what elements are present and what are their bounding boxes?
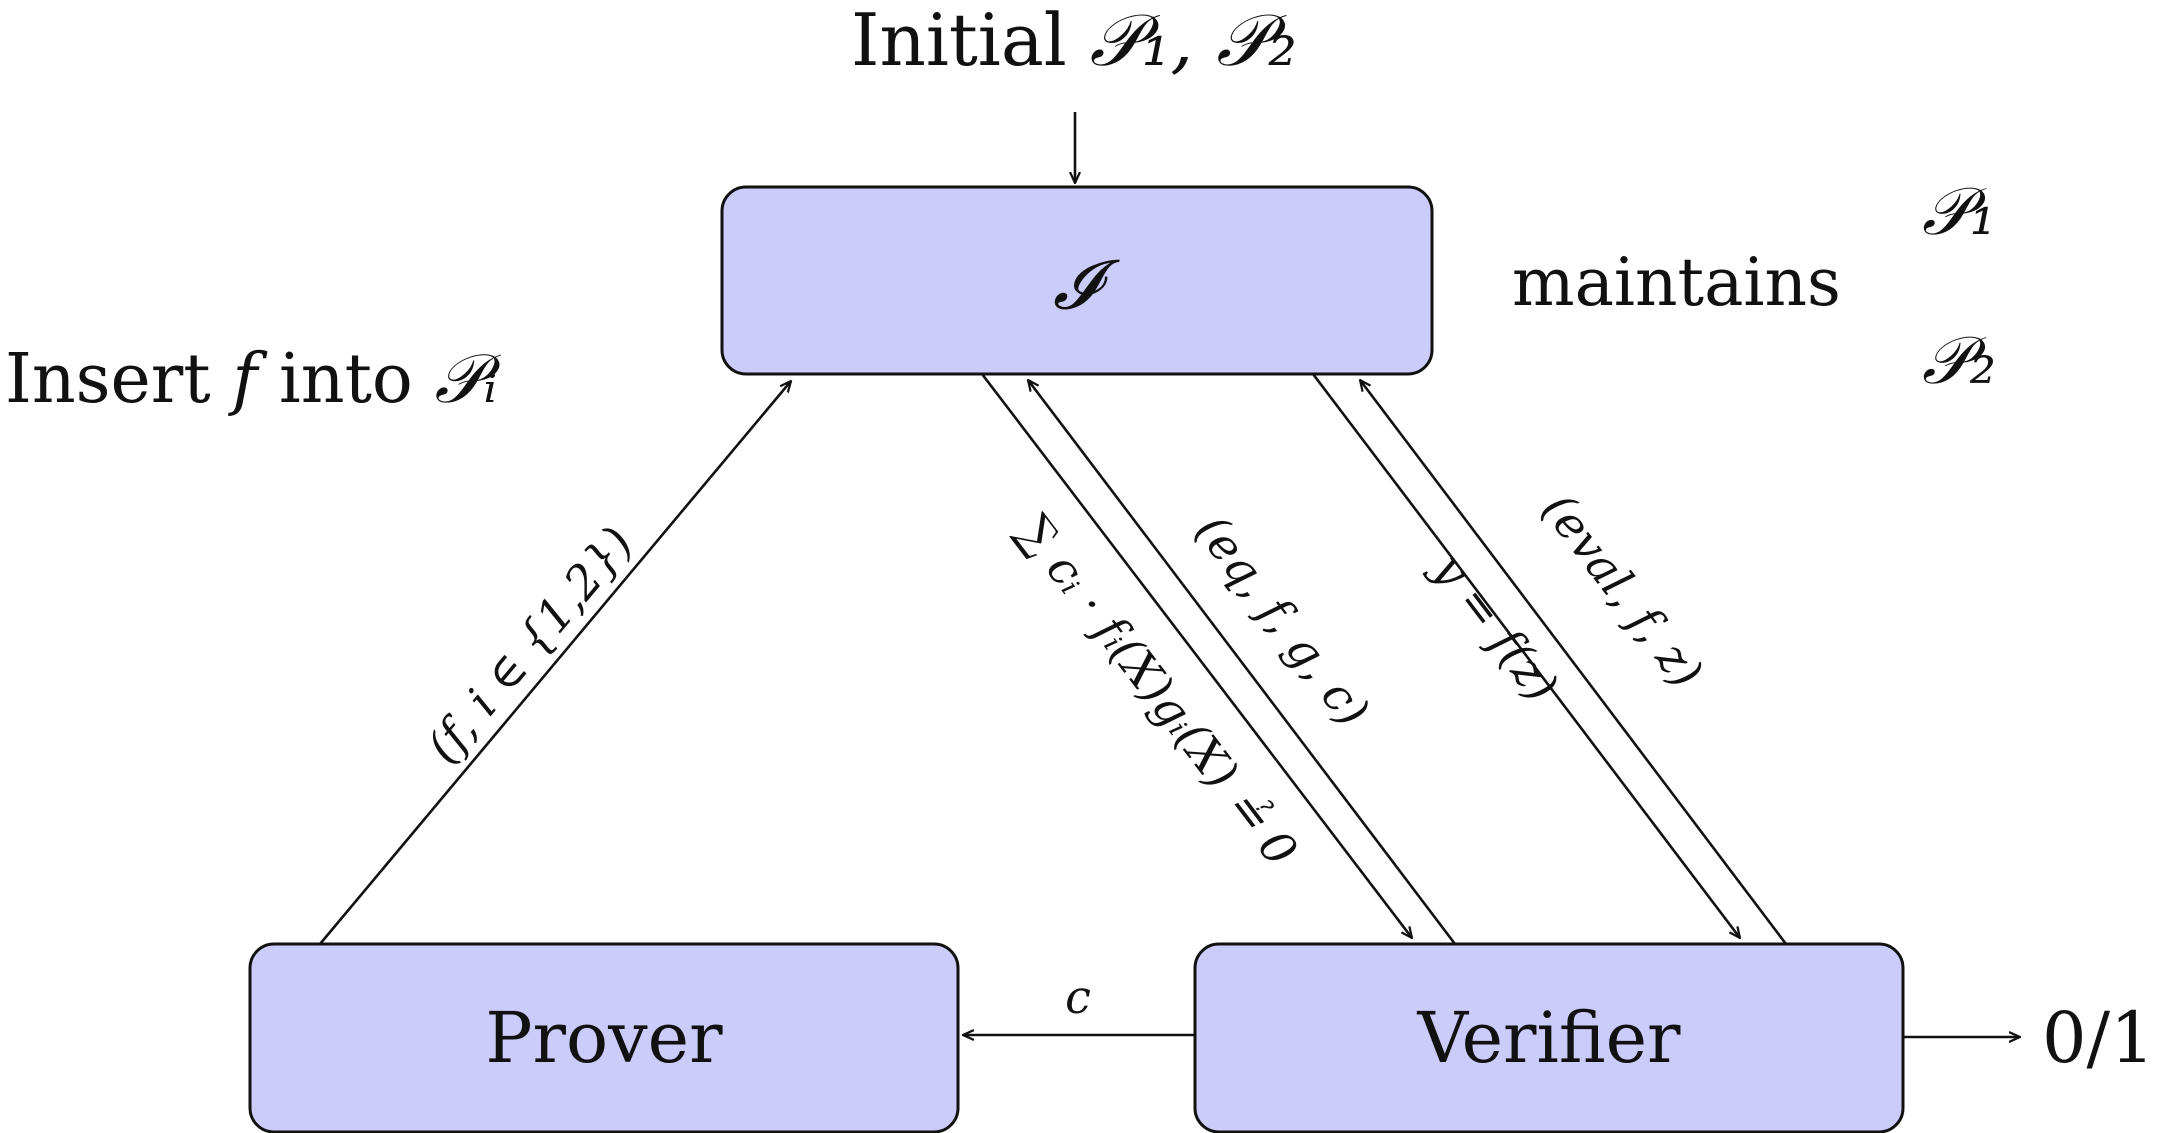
prover-node: Prover: [248, 942, 960, 1133]
interface-to-verifier-eval-arrow: [1311, 373, 1740, 938]
interface-box: [720, 185, 1434, 376]
maintains-label: maintains: [1512, 244, 1841, 321]
verifier-node: Verifier: [1193, 942, 1905, 1133]
prover-to-interface-arrow: [319, 381, 791, 945]
verifier-to-interface-eq-arrow: [1028, 380, 1457, 945]
output-label: 0/1: [2042, 997, 2155, 1079]
maintained-set-1: 𝒫₁: [1922, 173, 1996, 250]
prover-to-interface-label: (f, i ∈ {1,2}): [416, 516, 644, 773]
interface-node: 𝓘: [720, 185, 1434, 376]
verifier-to-interface-eq-label: (eq, f, g, c): [1185, 504, 1380, 736]
verifier-label: Verifier: [1417, 997, 1682, 1079]
insert-label: Insert f into 𝒫ᵢ: [5, 340, 501, 419]
initial-sets-label: Initial 𝒫₁, 𝒫₂: [851, 0, 1297, 82]
verifier-to-interface-eval-arrow: [1360, 380, 1788, 945]
maintained-set-2: 𝒫₂: [1922, 322, 1996, 399]
prover-label: Prover: [485, 997, 723, 1079]
prover-box: [248, 942, 960, 1133]
verifier-to-prover-label: c: [1065, 970, 1091, 1024]
interface-to-verifier-sum-arrow: [980, 373, 1412, 938]
